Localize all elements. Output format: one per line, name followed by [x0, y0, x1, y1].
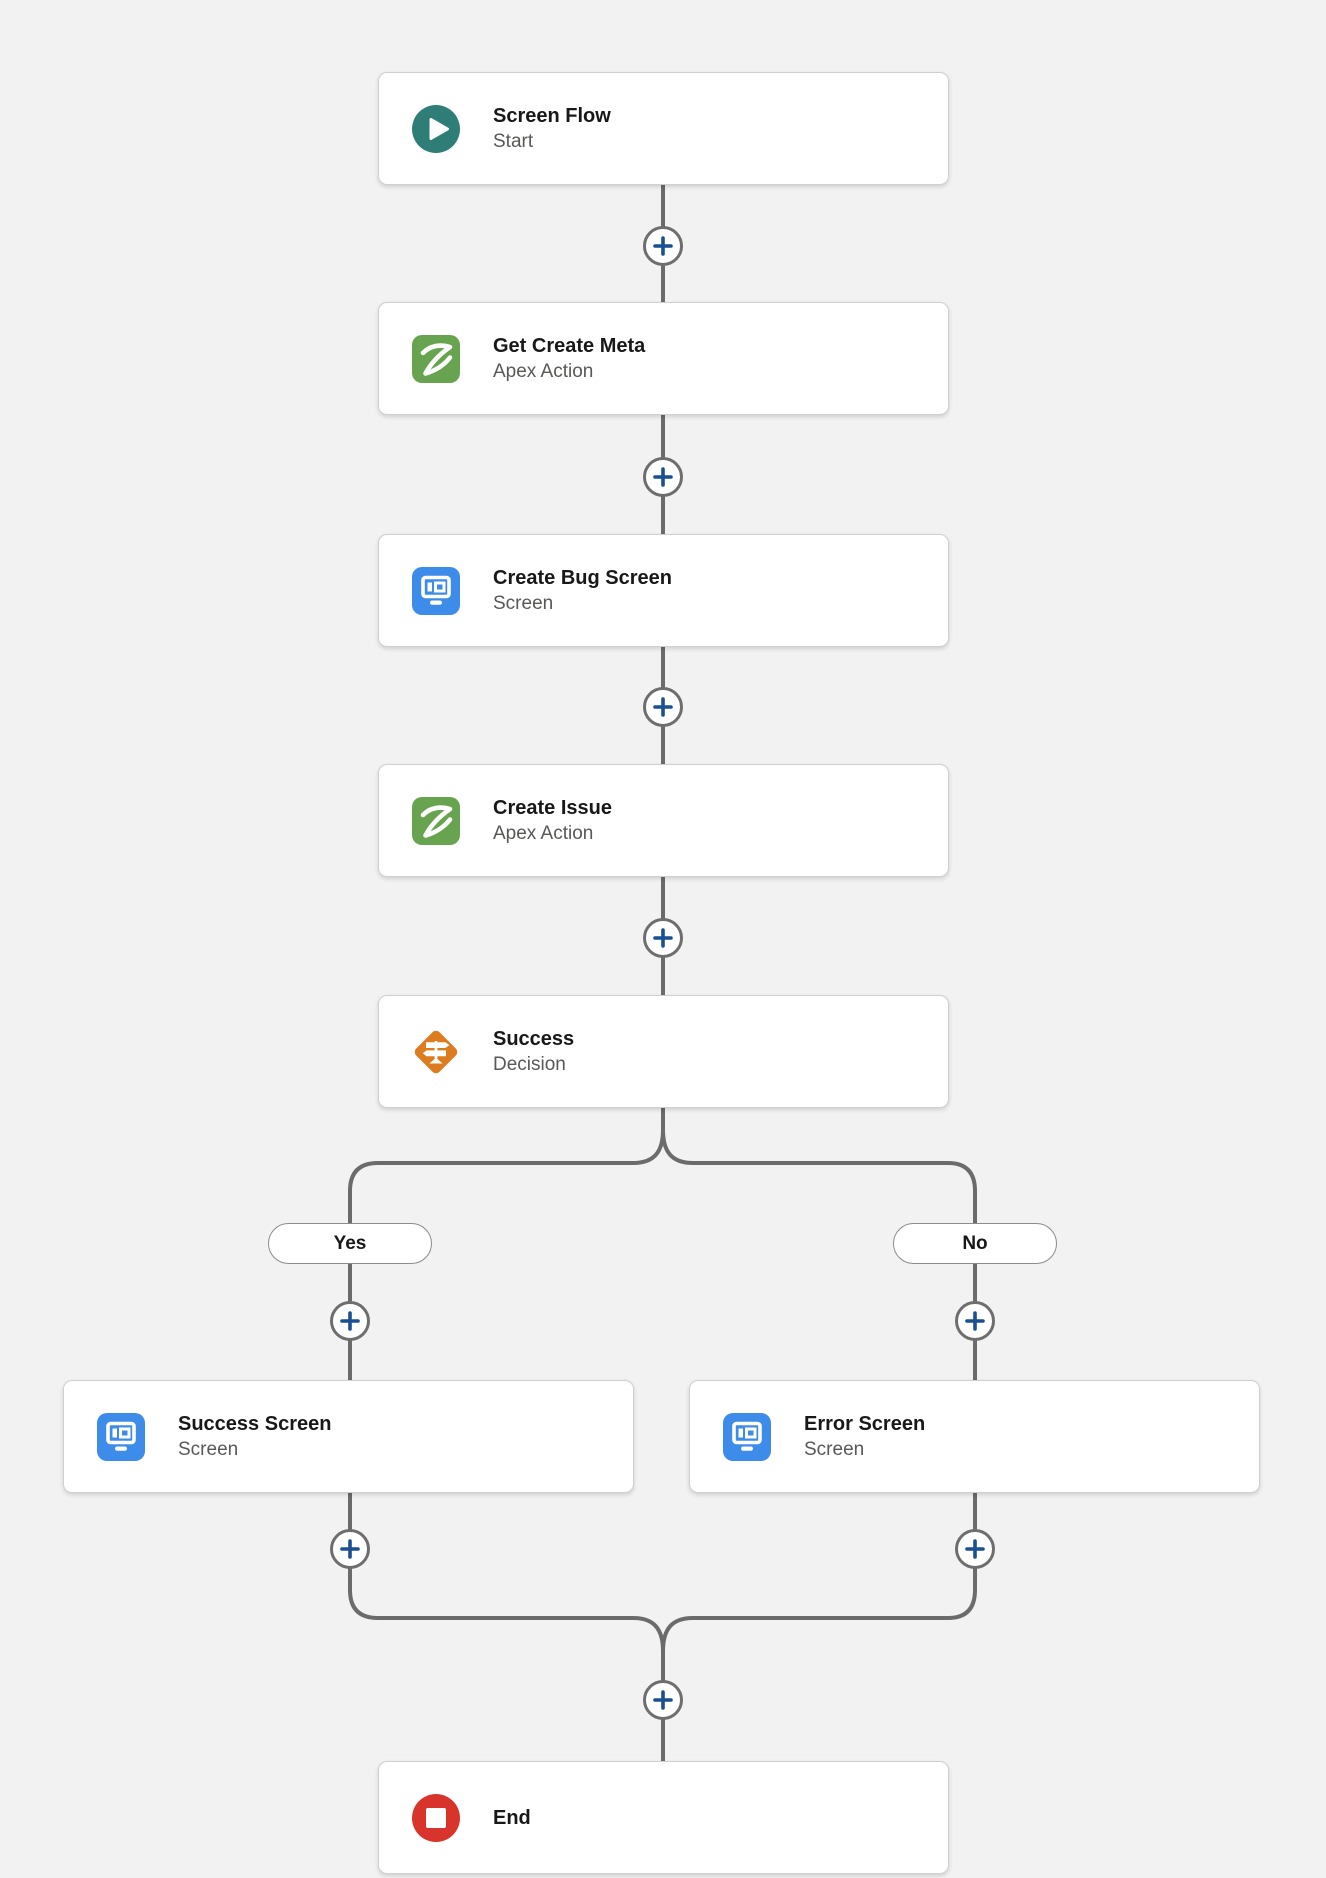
flow-node-create-issue[interactable]: Create Issue Apex Action: [378, 764, 949, 877]
connector-branch-no: [661, 1106, 977, 1225]
plus-icon: [653, 697, 673, 717]
apex-z-icon: [410, 795, 462, 847]
stop-circle-icon: [410, 1792, 462, 1844]
screen-icon: [721, 1411, 773, 1463]
plus-icon: [965, 1539, 985, 1559]
node-subtitle: Screen: [804, 1438, 865, 1460]
flow-node-start[interactable]: Screen Flow Start: [378, 72, 949, 185]
decision-signpost-icon: [410, 1026, 462, 1078]
plus-icon: [653, 467, 673, 487]
plus-icon: [965, 1311, 985, 1331]
node-title: Screen Flow: [493, 104, 611, 127]
branch-label-yes: Yes: [268, 1223, 432, 1264]
flow-node-end[interactable]: End: [378, 1761, 949, 1874]
screen-icon: [95, 1411, 147, 1463]
flow-node-create-bug-screen[interactable]: Create Bug Screen Screen: [378, 534, 949, 647]
node-title: Success: [493, 1027, 575, 1050]
node-subtitle: Apex Action: [493, 822, 594, 844]
plus-icon: [653, 236, 673, 256]
plus-icon: [653, 928, 673, 948]
plus-icon: [340, 1311, 360, 1331]
node-title: End: [493, 1806, 531, 1829]
add-element-button[interactable]: [643, 457, 683, 497]
apex-z-icon: [410, 333, 462, 385]
node-subtitle: Start: [493, 130, 534, 152]
add-element-button[interactable]: [955, 1529, 995, 1569]
add-element-button[interactable]: [643, 918, 683, 958]
flow-node-success-screen[interactable]: Success Screen Screen: [63, 1380, 634, 1493]
branch-label-no: No: [893, 1223, 1057, 1264]
node-title: Create Issue: [493, 796, 612, 819]
connector-branch-yes: [348, 1106, 665, 1225]
add-element-button[interactable]: [643, 687, 683, 727]
node-subtitle: Apex Action: [493, 360, 594, 382]
flow-node-success-decision[interactable]: Success Decision: [378, 995, 949, 1108]
play-circle-icon: [410, 103, 462, 155]
node-subtitle: Decision: [493, 1053, 566, 1075]
plus-icon: [340, 1539, 360, 1559]
branch-label-yes-text: Yes: [333, 1232, 367, 1254]
flow-node-error-screen[interactable]: Error Screen Screen: [689, 1380, 1260, 1493]
add-element-button[interactable]: [330, 1529, 370, 1569]
add-element-button[interactable]: [955, 1301, 995, 1341]
node-title: Get Create Meta: [493, 334, 646, 357]
add-element-button[interactable]: [330, 1301, 370, 1341]
node-title: Create Bug Screen: [493, 566, 672, 589]
node-subtitle: Screen: [493, 592, 554, 614]
node-title: Error Screen: [804, 1412, 926, 1435]
add-element-button[interactable]: [643, 1680, 683, 1720]
plus-icon: [653, 1690, 673, 1710]
connector-merge-left: [348, 1491, 665, 1763]
flow-node-get-create-meta[interactable]: Get Create Meta Apex Action: [378, 302, 949, 415]
screen-icon: [410, 565, 462, 617]
add-element-button[interactable]: [643, 226, 683, 266]
node-title: Success Screen: [178, 1412, 332, 1435]
branch-label-no-text: No: [962, 1232, 988, 1254]
node-subtitle: Screen: [178, 1438, 239, 1460]
connector-merge-right: [661, 1491, 977, 1653]
